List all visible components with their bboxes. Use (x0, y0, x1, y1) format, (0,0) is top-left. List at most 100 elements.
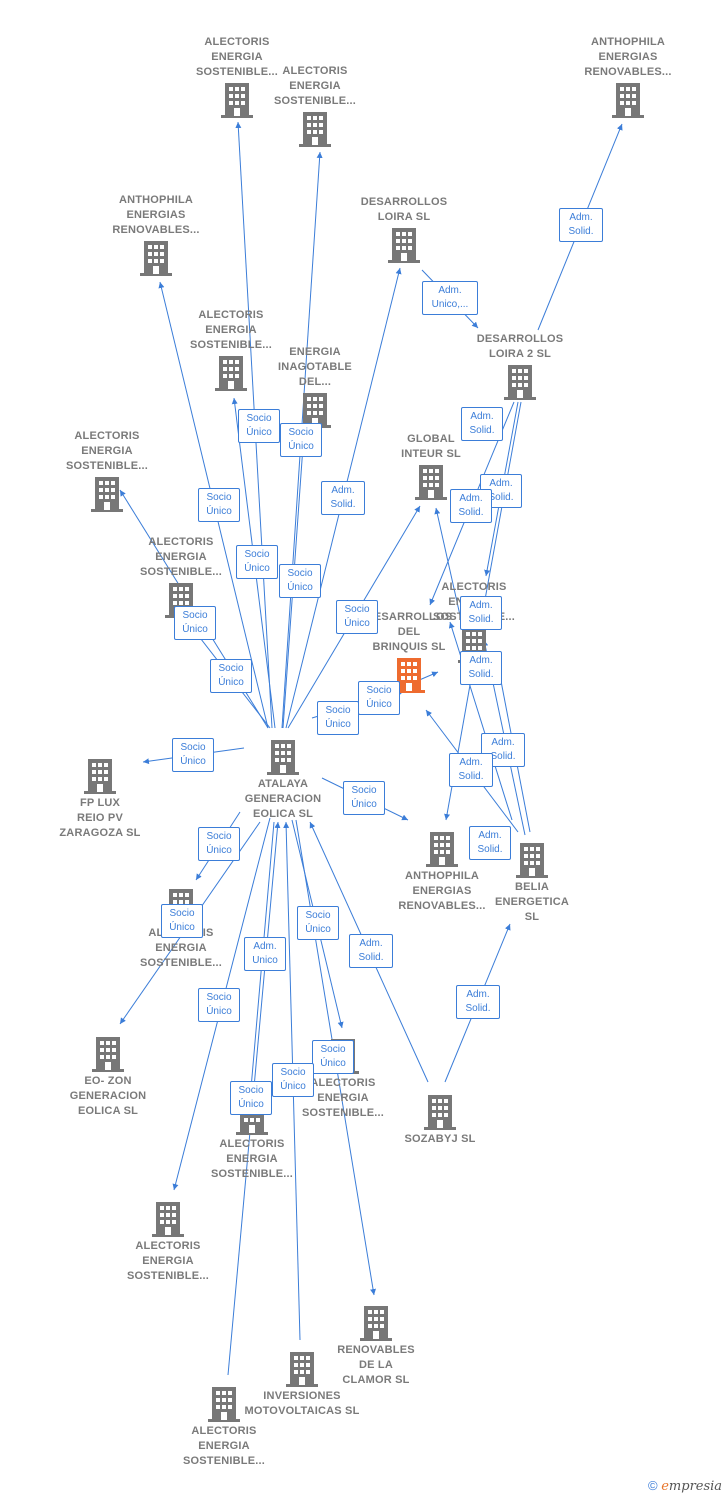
relation-badge[interactable]: Adm. Unico (244, 937, 286, 971)
building-icon (612, 83, 644, 118)
company-node-fp-lux[interactable]: FP LUX REIO PV ZARAGOZA SL (35, 756, 165, 841)
building-icon (208, 1387, 240, 1422)
relation-badge[interactable]: Socio Único (174, 606, 216, 640)
building-icon (299, 112, 331, 147)
company-node-inversiones[interactable]: INVERSIONES MOTOVOLTAICAS SL (237, 1349, 367, 1419)
building-icon (286, 1352, 318, 1387)
building-icon (92, 1037, 124, 1072)
relation-badge[interactable]: Adm. Solid. (456, 985, 500, 1019)
relation-badge[interactable]: Socio Único (198, 827, 240, 861)
building-icon (424, 1095, 456, 1130)
company-node-renovables-clamor[interactable]: RENOVABLES DE LA CLAMOR SL (311, 1303, 441, 1388)
company-node-alectoris-2[interactable]: ALECTORIS ENERGIA SOSTENIBLE... (250, 64, 380, 149)
company-label: DESARROLLOS DEL BRINQUIS SL (365, 611, 453, 653)
relation-badge[interactable]: Socio Único (172, 738, 214, 772)
company-label: ALECTORIS ENERGIA SOSTENIBLE... (210, 1138, 294, 1180)
company-node-alectoris-10[interactable]: ALECTORIS ENERGIA SOSTENIBLE... (103, 1199, 233, 1284)
company-node-atalaya[interactable]: ATALAYA GENERACION EOLICA SL (218, 737, 348, 822)
relation-badge[interactable]: Socio Único (279, 564, 321, 598)
relation-badge[interactable]: Adm. Solid. (349, 934, 393, 968)
brand-logo: empresia (661, 1479, 722, 1494)
relation-badge[interactable]: Adm. Unico,... (422, 281, 478, 315)
company-label: ALECTORIS ENERGIA SOSTENIBLE... (182, 1425, 266, 1467)
company-node-sozabyj[interactable]: SOZABYJ SL (375, 1092, 505, 1147)
relation-badge[interactable]: Adm. Solid. (461, 407, 503, 441)
relation-badge[interactable]: Socio Único (238, 409, 280, 443)
building-icon (152, 1202, 184, 1237)
company-node-energia-inagotable[interactable]: ENERGIA INAGOTABLE DEL... (250, 345, 380, 430)
building-icon (215, 356, 247, 391)
company-label: ANTHOPHILA ENERGIAS RENOVABLES... (112, 194, 200, 236)
company-node-anthophila-2[interactable]: ANTHOPHILA ENERGIAS RENOVABLES... (91, 193, 221, 278)
company-label: SOZABYJ SL (404, 1133, 476, 1145)
building-icon (360, 1306, 392, 1341)
company-node-global-inteur[interactable]: GLOBAL INTEUR SL (366, 432, 496, 502)
company-node-alectoris-1[interactable]: ALECTORIS ENERGIA SOSTENIBLE... (172, 35, 302, 120)
company-node-alectoris-3[interactable]: ALECTORIS ENERGIA SOSTENIBLE... (166, 308, 296, 393)
relation-badge[interactable]: Socio Único (236, 545, 278, 579)
brand-initial: e (661, 1479, 669, 1494)
company-node-desarrollos-brinquis[interactable]: DESARROLLOS DEL BRINQUIS SL (344, 610, 474, 695)
relation-badge[interactable]: Socio Único (272, 1063, 314, 1097)
relation-badge[interactable]: Adm. Solid. (450, 489, 492, 523)
company-node-alectoris-11[interactable]: ALECTORIS ENERGIA SOSTENIBLE... (159, 1384, 289, 1469)
company-label: ATALAYA GENERACION EOLICA SL (244, 778, 322, 820)
relation-badge[interactable]: Adm. Solid. (469, 826, 511, 860)
company-label: FP LUX REIO PV ZARAGOZA SL (59, 797, 141, 839)
relation-badge[interactable]: Socio Único (358, 681, 400, 715)
company-label: ENERGIA INAGOTABLE DEL... (278, 346, 352, 388)
relation-badge[interactable]: Socio Único (312, 1040, 354, 1074)
company-label: DESARROLLOS LOIRA SL (360, 196, 448, 223)
relation-badge[interactable]: Socio Único (297, 906, 339, 940)
relation-badge[interactable]: Adm. Solid. (460, 651, 502, 685)
relation-badge[interactable]: Socio Único (210, 659, 252, 693)
copyright-symbol: © (648, 1478, 658, 1493)
footer-brand: © empresia (648, 1478, 722, 1494)
company-label: GLOBAL INTEUR SL (401, 433, 461, 460)
company-label: ALECTORIS ENERGIA SOSTENIBLE... (301, 1077, 385, 1119)
company-node-anthophila-1[interactable]: ANTHOPHILA ENERGIAS RENOVABLES... (563, 35, 693, 120)
company-node-eo-zon[interactable]: EO- ZON GENERACION EOLICA SL (43, 1034, 173, 1119)
building-icon (516, 843, 548, 878)
relation-badge[interactable]: Socio Único (280, 423, 322, 457)
building-icon (415, 465, 447, 500)
company-label: INVERSIONES MOTOVOLTAICAS SL (244, 1390, 360, 1417)
building-icon (393, 658, 425, 693)
company-label: ALECTORIS ENERGIA SOSTENIBLE... (189, 309, 273, 351)
company-node-alectoris-4[interactable]: ALECTORIS ENERGIA SOSTENIBLE... (42, 429, 172, 514)
relation-badge[interactable]: Socio Único (198, 988, 240, 1022)
building-icon (84, 759, 116, 794)
company-node-desarrollos-loira-2[interactable]: DESARROLLOS LOIRA 2 SL (455, 332, 585, 402)
company-label: ALECTORIS ENERGIA SOSTENIBLE... (139, 536, 223, 578)
relation-badge[interactable]: Adm. Solid. (449, 753, 493, 787)
relation-badge[interactable]: Socio Único (230, 1081, 272, 1115)
building-icon (140, 241, 172, 276)
company-label: ALECTORIS ENERGIA SOSTENIBLE... (273, 65, 357, 107)
company-label: ALECTORIS ENERGIA SOSTENIBLE... (195, 36, 279, 78)
company-label: ANTHOPHILA ENERGIAS RENOVABLES... (398, 870, 486, 912)
relation-badge[interactable]: Adm. Solid. (460, 596, 502, 630)
company-label: ANTHOPHILA ENERGIAS RENOVABLES... (584, 36, 672, 78)
company-label: BELIA ENERGETICA SL (494, 881, 570, 923)
relation-badge[interactable]: Adm. Solid. (321, 481, 365, 515)
brand-name: mpresia (668, 1479, 723, 1494)
relation-badge[interactable]: Adm. Solid. (481, 733, 525, 767)
company-label: RENOVABLES DE LA CLAMOR SL (337, 1344, 415, 1386)
company-label: ALECTORIS ENERGIA SOSTENIBLE... (65, 430, 149, 472)
relation-badge[interactable]: Adm. Solid. (559, 208, 603, 242)
building-icon (221, 83, 253, 118)
relation-badge[interactable]: Socio Único (161, 904, 203, 938)
building-icon (504, 365, 536, 400)
company-label: DESARROLLOS LOIRA 2 SL (476, 333, 564, 360)
relation-badge[interactable]: Socio Único (343, 781, 385, 815)
company-label: ALECTORIS ENERGIA SOSTENIBLE... (126, 1240, 210, 1282)
relation-badge[interactable]: Socio Único (198, 488, 240, 522)
relation-badge[interactable]: Socio Único (317, 701, 359, 735)
company-node-desarrollos-loira[interactable]: DESARROLLOS LOIRA SL (339, 195, 469, 265)
company-node-anthophila-3[interactable]: ANTHOPHILA ENERGIAS RENOVABLES... (377, 829, 507, 914)
relation-badge[interactable]: Socio Único (336, 600, 378, 634)
building-icon (388, 228, 420, 263)
building-icon (267, 740, 299, 775)
company-node-belia[interactable]: BELIA ENERGETICA SL (467, 840, 597, 925)
